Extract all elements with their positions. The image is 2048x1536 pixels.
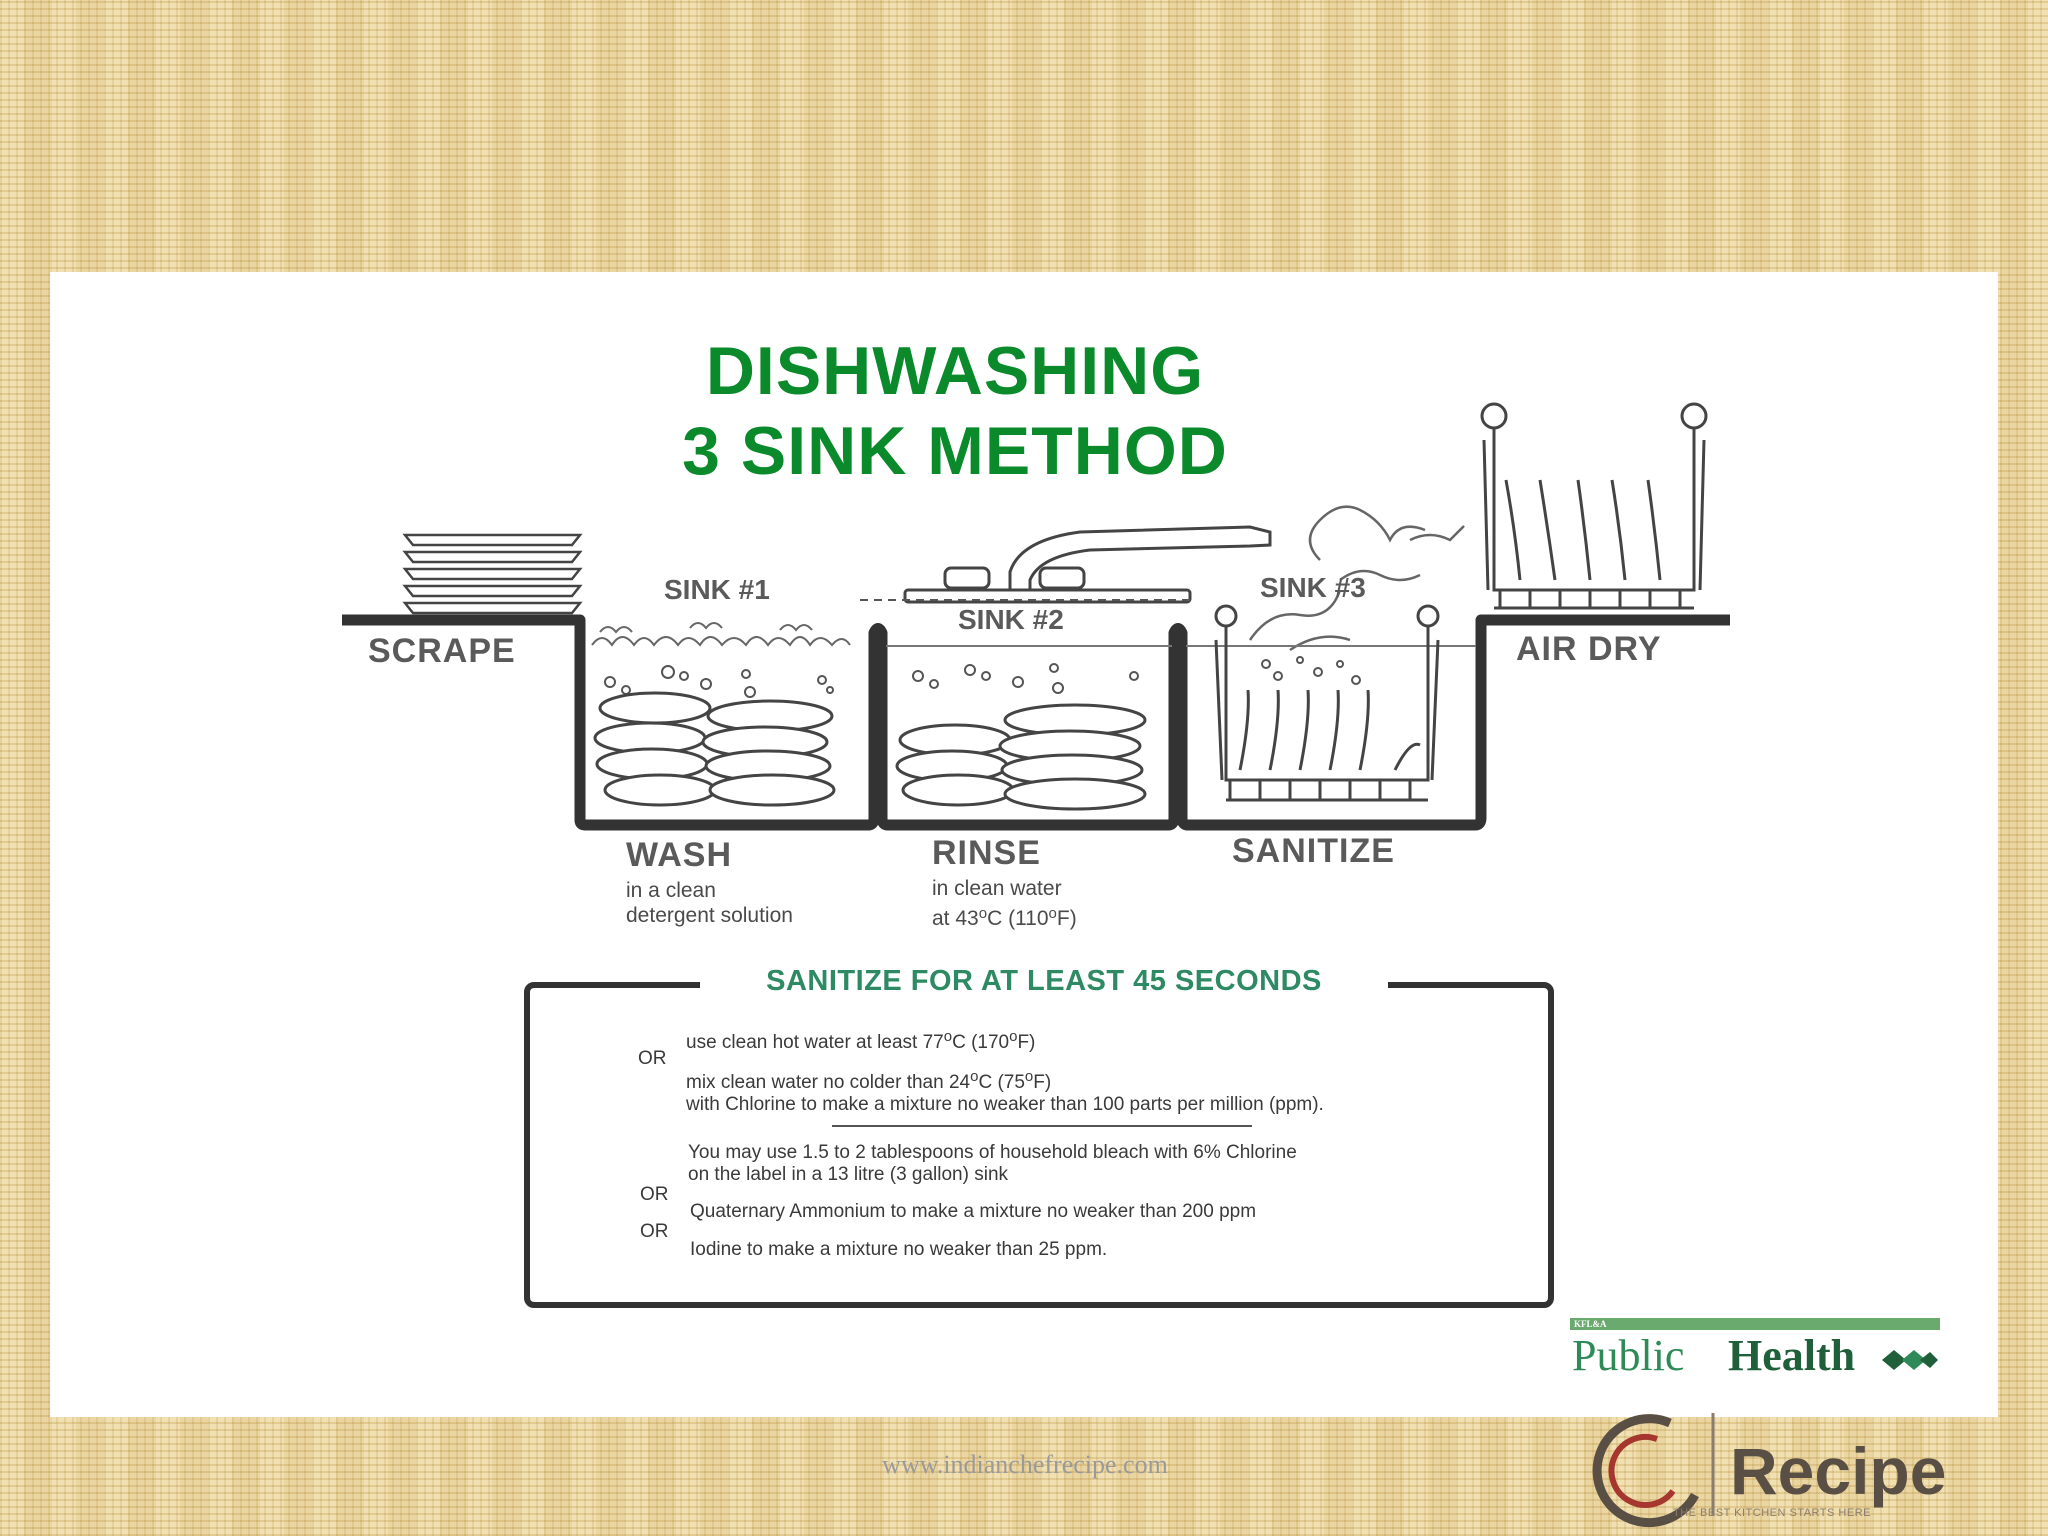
option-iodine: Iodine to make a mixture no weaker than … xyxy=(690,1239,1108,1260)
bleach-note: You may use 1.5 to 2 tablespoons of hous… xyxy=(688,1142,1297,1185)
counter-and-sinks-outline xyxy=(342,614,1730,831)
brand-logo-tagline: THE BEST KITCHEN STARTS HERE xyxy=(1673,1507,1871,1519)
brand-circle-icon xyxy=(1592,1413,1715,1528)
indian-chef-recipe-logo: Recipe THE BEST KITCHEN STARTS HERE xyxy=(1575,1405,2015,1530)
air-dry-label: AIR DRY xyxy=(1516,630,1662,668)
sink3-label: SINK #3 xyxy=(1260,572,1366,603)
faucet-icon xyxy=(903,525,1272,604)
sink2-dishes xyxy=(895,703,1147,811)
public-health-logo-small-text: KFL&A xyxy=(1574,1319,1607,1329)
diagram-title-line-1: DISHWASHING xyxy=(705,333,1205,409)
sink1-bubbles xyxy=(604,665,834,698)
or-label-2: OR xyxy=(640,1184,669,1205)
scrape-plate-stack xyxy=(402,533,583,615)
sink3-dish-rack xyxy=(1214,604,1440,802)
public-health-logo-bar xyxy=(1570,1318,1940,1330)
sanitize-label: SANITIZE xyxy=(1232,832,1395,870)
wash-label: WASH xyxy=(626,836,732,874)
footer-url: www.indianchefrecipe.com xyxy=(882,1450,1168,1479)
air-dry-rack xyxy=(1480,402,1708,610)
scrape-label: SCRAPE xyxy=(368,632,516,670)
public-health-logo-public: Public xyxy=(1572,1331,1685,1380)
option-quaternary-ammonium: Quaternary Ammonium to make a mixture no… xyxy=(690,1201,1257,1222)
sink1-label: SINK #1 xyxy=(664,574,770,605)
sink3-bubbles xyxy=(1261,656,1361,685)
or-label-3: OR xyxy=(640,1221,669,1242)
rinse-label: RINSE xyxy=(932,834,1041,872)
public-health-logo-health: Health xyxy=(1728,1331,1856,1380)
public-health-logo: KFL&A Public Health xyxy=(1570,1318,1940,1380)
sink1-dishes xyxy=(593,691,836,807)
brand-logo-word: Recipe xyxy=(1730,1434,1947,1508)
option-chlorine: mix clean water no colder than 24oC (75o… xyxy=(686,1068,1324,1115)
or-label-1: OR xyxy=(638,1048,667,1069)
sanitize-box-heading: SANITIZE FOR AT LEAST 45 SECONDS xyxy=(700,963,1388,1000)
slide-panel xyxy=(50,272,1998,1417)
sink2-bubbles xyxy=(912,663,1139,694)
wash-note: in a clean detergent solution xyxy=(626,879,793,927)
public-health-diamond-icon xyxy=(1882,1350,1938,1370)
box-divider xyxy=(832,1125,1252,1127)
rinse-note: in clean water at 43oC (110oF) xyxy=(932,877,1077,930)
diagram-title-line-2: 3 SINK METHOD xyxy=(682,413,1228,489)
sink2-label: SINK #2 xyxy=(958,604,1064,635)
option-hot-water: use clean hot water at least 77oC (170oF… xyxy=(686,1028,1036,1053)
sink1-foam xyxy=(591,622,851,647)
